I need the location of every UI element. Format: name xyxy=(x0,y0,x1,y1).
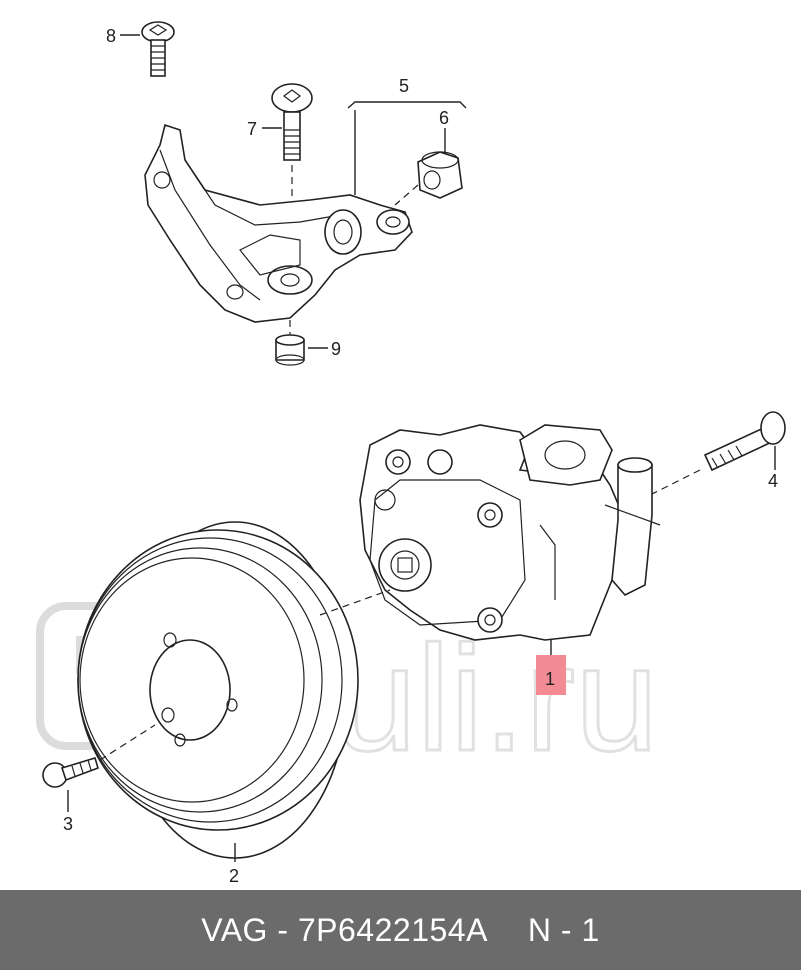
callout-3: 3 xyxy=(63,814,73,834)
quantity-label: N - 1 xyxy=(527,911,600,948)
callout-7: 7 xyxy=(247,119,257,139)
part-2-pulley-drawing xyxy=(77,521,359,859)
part-1-pump-drawing xyxy=(359,424,661,641)
callout-9: 9 xyxy=(331,339,341,359)
parts-diagram: Ruli.ru xyxy=(36,21,786,886)
callout-1: 1 xyxy=(545,669,555,689)
part-7-bolt-icon xyxy=(271,83,313,161)
axis-pulley xyxy=(319,589,391,616)
part-9-sleeve-icon xyxy=(275,334,305,366)
part-4-bolt-icon xyxy=(703,411,786,472)
callout-1-highlight xyxy=(536,655,566,695)
callout-6: 6 xyxy=(439,108,449,128)
callout-5-brace xyxy=(347,101,467,109)
callout-8: 8 xyxy=(106,26,116,46)
callout-5: 5 xyxy=(399,76,409,96)
axis-3 xyxy=(99,724,156,761)
bracket-drawing xyxy=(144,123,413,323)
callout-2: 2 xyxy=(229,866,239,886)
part-8-screw-icon xyxy=(141,21,175,77)
part-3-bolt-icon xyxy=(42,757,99,788)
part-number-footer: VAG - 7P6422154A N - 1 xyxy=(0,890,801,970)
axis-4 xyxy=(649,469,701,496)
part-label: VAG - 7P6422154A xyxy=(201,911,488,948)
callout-4: 4 xyxy=(768,471,778,491)
axis-6 xyxy=(394,184,419,206)
part-6-bushing-icon xyxy=(417,151,463,199)
